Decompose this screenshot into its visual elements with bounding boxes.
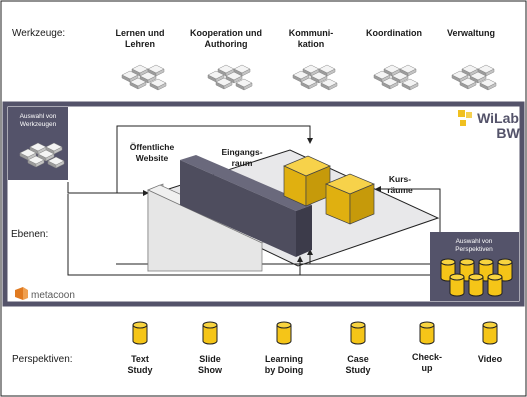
check-up-line2: up [422, 363, 433, 373]
slide-show-line1: Slide [199, 354, 221, 364]
case-study-line1: Case [347, 354, 369, 364]
tool-kommunikation-line2: kation [298, 39, 325, 49]
tool-kommunikation-line1: Kommuni- [289, 28, 334, 38]
courses-line1: Kurs- [389, 174, 411, 184]
wilab-logo: WiLab BW [458, 110, 520, 141]
courses-line2: räume [387, 185, 413, 195]
video-cylinder-icon [482, 321, 498, 345]
wilab-logo-line2: BW [496, 125, 520, 141]
tool-kommunikation: Kommuni- kation [289, 28, 337, 90]
check-up-line1: Check- [412, 352, 442, 362]
case-study-cylinder-icon [350, 321, 366, 345]
learning-by-doing-cylinder-icon [276, 321, 292, 345]
tool-select-line1: Auswahl von [20, 113, 57, 120]
tool-koordination: Koordination [366, 28, 422, 90]
tool-lernen: Lernen und Lehren [116, 28, 167, 90]
tool-koordination-line1: Koordination [366, 28, 422, 38]
public-website-line2: Website [136, 153, 169, 163]
entrance-wall [180, 155, 312, 257]
learning-by-doing-line1: Learning [265, 354, 303, 364]
video-line1: Video [478, 354, 503, 364]
slide-show-line2: Show [198, 365, 223, 375]
case-study-line2: Study [345, 365, 370, 375]
entrance-line1: Eingangs- [221, 147, 262, 157]
tool-kooperation-line1: Kooperation und [190, 28, 262, 38]
connector-bottom [67, 194, 430, 276]
tool-select-panel: Auswahl von Werkzeugen [8, 107, 68, 180]
metacoon-mark-icon [15, 287, 23, 300]
perspective-text-study: Text Study [127, 321, 153, 375]
perspective-select-line1: Auswahl von [456, 238, 493, 245]
tool-verwaltung: Verwaltung [447, 28, 496, 90]
perspective-video: Video [478, 321, 503, 364]
tool-select-line2: Werkzeugen [20, 121, 57, 128]
entrance-line2: raum [232, 158, 253, 168]
metacoon-logo: metacoon [10, 284, 93, 301]
perspective-select-line2: Perspektiven [455, 246, 493, 253]
tool-kooperation: Kooperation und Authoring [190, 28, 262, 90]
arrow-to-courses [375, 186, 441, 232]
perspective-check-up: Check- up [412, 321, 442, 373]
tools-label: Werkzeuge: [12, 28, 65, 39]
text-study-line1: Text [131, 354, 149, 364]
text-study-cylinder-icon [132, 321, 148, 345]
course-cube-1 [283, 155, 331, 207]
layers-label: Ebenen: [11, 229, 48, 240]
perspective-slide-show: Slide Show [198, 321, 223, 375]
public-website-line1: Öffentliche [130, 142, 175, 152]
perspective-select-panel: Auswahl von Perspektiven [430, 232, 519, 301]
check-up-cylinder-icon [419, 321, 435, 345]
tool-lernen-line1: Lernen und [116, 28, 165, 38]
learning-by-doing-line2: by Doing [265, 365, 304, 375]
wilab-logo-line1: WiLab [477, 110, 519, 126]
slide-show-cylinder-icon [202, 321, 218, 345]
perspective-learning-by-doing: Learning by Doing [265, 321, 304, 375]
tool-lernen-line2: Lehren [125, 39, 155, 49]
arrow-to-entrance [116, 125, 313, 193]
tool-verwaltung-line1: Verwaltung [447, 28, 495, 38]
arrow-to-website [67, 182, 149, 196]
perspective-case-study: Case Study [345, 321, 371, 375]
text-study-line2: Study [127, 365, 152, 375]
course-cube-2 [325, 173, 375, 225]
perspectives-label: Perspektiven: [12, 354, 73, 365]
metacoon-logo-text: metacoon [31, 290, 75, 301]
tool-kooperation-line2: Authoring [205, 39, 248, 49]
